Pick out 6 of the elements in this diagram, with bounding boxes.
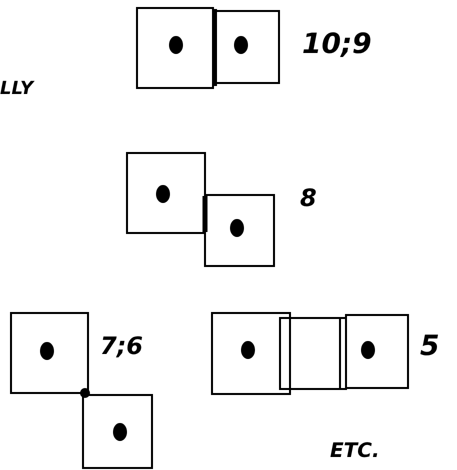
figure-label: 8 xyxy=(300,186,317,210)
text-fragment: LLY xyxy=(0,80,34,98)
note: ETC. xyxy=(330,440,380,460)
figure-label: 7;6 xyxy=(100,334,143,358)
figure-label: 10;9 xyxy=(302,30,372,58)
figure-label: 5 xyxy=(420,332,440,360)
